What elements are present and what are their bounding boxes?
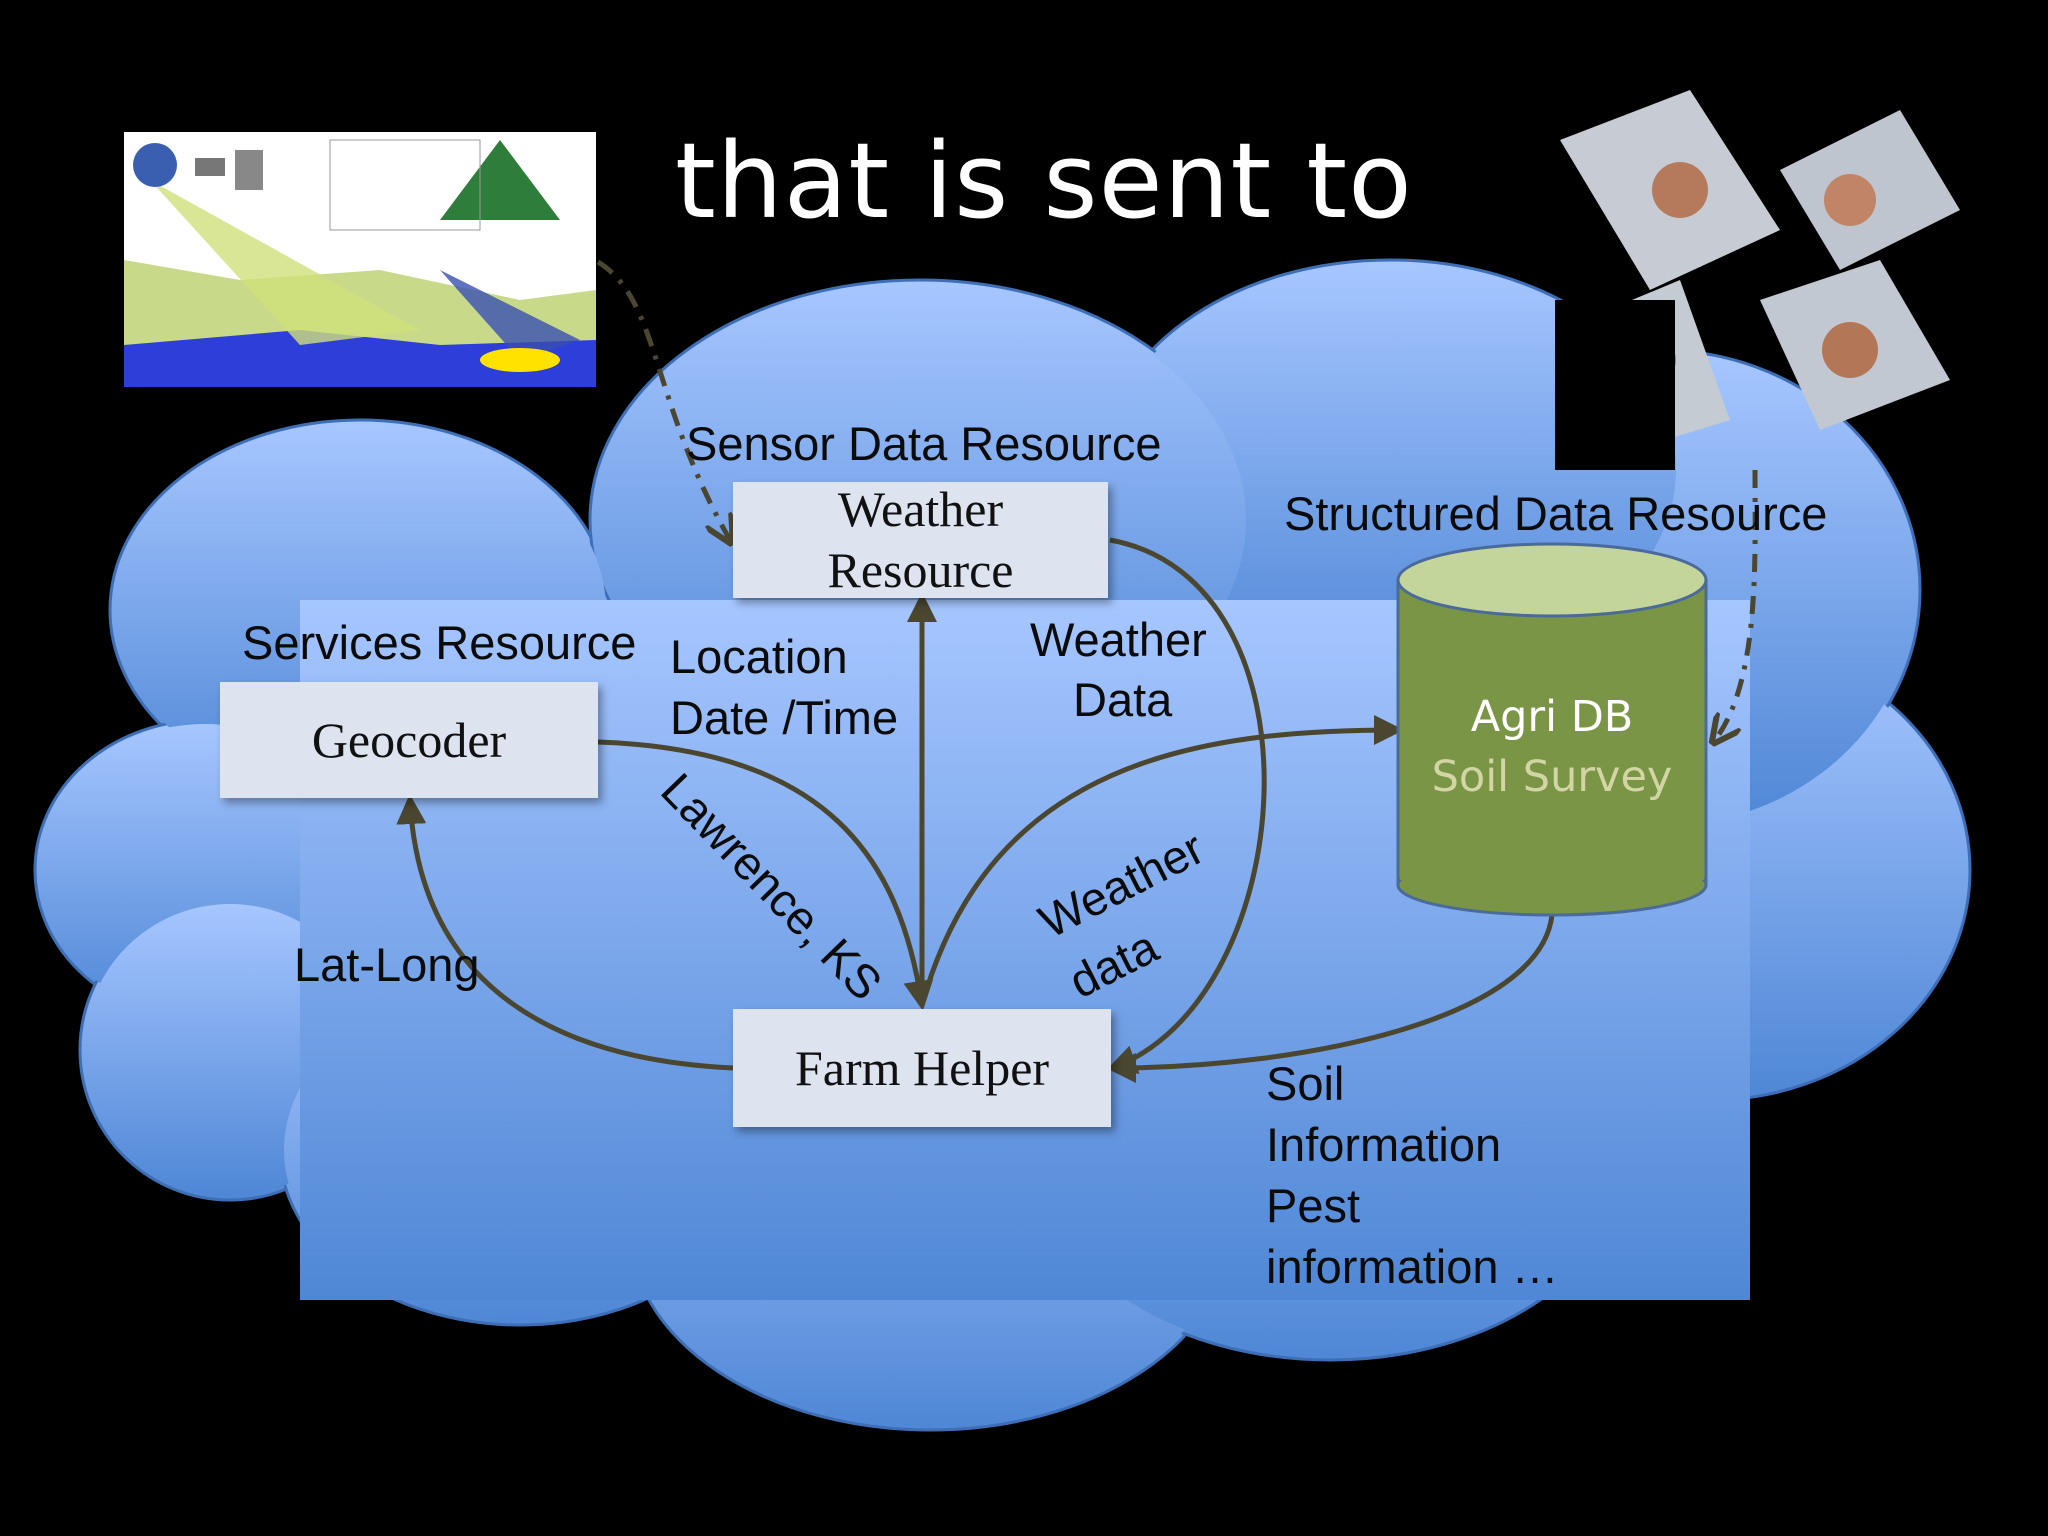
edge-label-datetime: Date /Time (670, 691, 899, 744)
edge-label-soil-2: Information (1266, 1118, 1502, 1171)
edge-label-soil-3: Pest (1266, 1179, 1361, 1232)
farm-helper-node[interactable]: Farm Helper (733, 1009, 1111, 1127)
edge-label-lat-long: Lat-Long (294, 938, 480, 991)
geocoder-node-label: Geocoder (311, 711, 507, 768)
sensor-illustration (124, 132, 596, 387)
edge-label-soil-4: information … (1266, 1240, 1559, 1293)
group-label-services: Services Resource (242, 616, 637, 669)
weather-node-line1: Weather (837, 481, 1004, 537)
weather-node-line2: Resource (827, 542, 1014, 598)
arrow-farm-to-db (919, 715, 1404, 1006)
arrow-weather-to-farm (1106, 537, 1267, 1074)
slide-title: that is sent to (675, 120, 1413, 242)
edge-label-soil-1: Soil (1266, 1057, 1345, 1110)
edge-label-weather-data-1: Weather (1030, 613, 1207, 666)
arrow-farm-to-geocoder (396, 794, 734, 1071)
group-label-structured: Structured Data Resource (1284, 487, 1828, 540)
edge-label-weather-data-2: Data (1073, 673, 1173, 726)
weather-resource-node[interactable]: Weather Resource (733, 481, 1108, 598)
geocoder-node[interactable]: Geocoder (220, 682, 598, 798)
agri-db-cylinder (1396, 542, 1708, 917)
arrow-db-to-farm (1106, 914, 1555, 1083)
edge-label-location: Location (670, 630, 848, 683)
group-label-sensor: Sensor Data Resource (686, 417, 1162, 470)
db-label: Agri DB (1470, 692, 1634, 742)
flow-arrows (396, 537, 1555, 1083)
db-sublabel: Soil Survey (1431, 752, 1673, 802)
farm-helper-node-label: Farm Helper (794, 1039, 1050, 1096)
typing-hands-image (1555, 90, 1960, 470)
arrow-geocoder-to-farm (597, 739, 934, 1011)
